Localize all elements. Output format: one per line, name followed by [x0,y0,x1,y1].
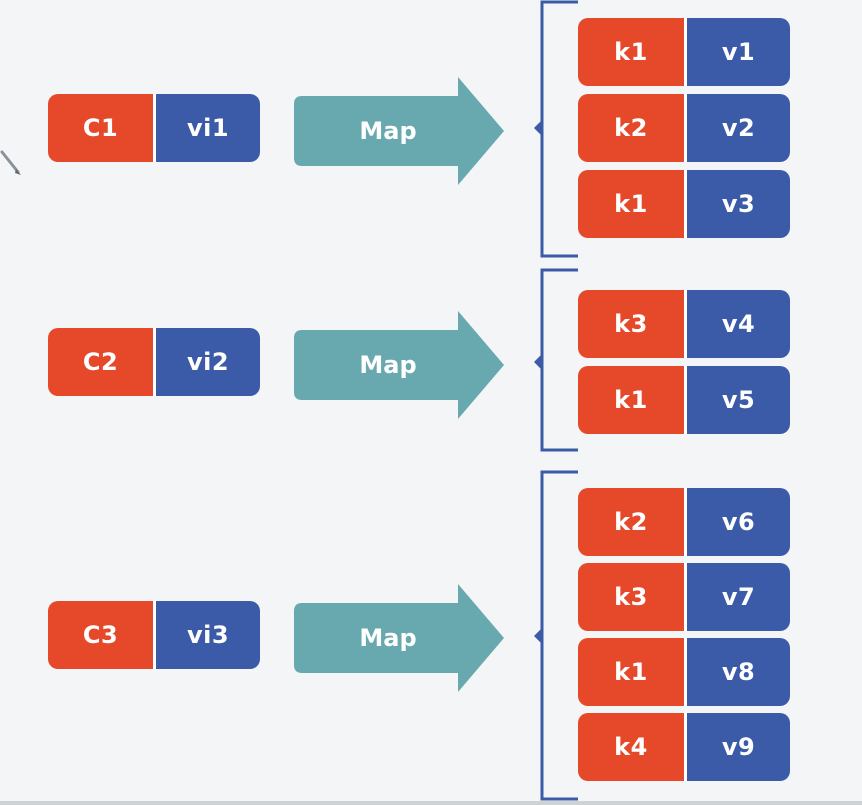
output-pair: k1 v1 [578,18,790,86]
output-bracket-3 [534,470,578,801]
output-key: k1 [578,638,684,706]
output-value: v9 [684,713,790,781]
map-label: Map [359,117,417,145]
output-key: k3 [578,290,684,358]
map-arrow-1: Map [294,75,506,187]
output-value: v8 [684,638,790,706]
input-pair-2: C2 vi2 [48,328,260,396]
output-pair: k3 v4 [578,290,790,358]
input-pair-1: C1 vi1 [48,94,260,162]
input-key: C2 [48,328,153,396]
output-key: k1 [578,18,684,86]
input-value: vi1 [153,94,260,162]
pen-icon [0,150,21,175]
output-key: k3 [578,563,684,631]
output-value: v3 [684,170,790,238]
output-pair: k1 v3 [578,170,790,238]
input-key: C3 [48,601,153,669]
output-pair: k2 v2 [578,94,790,162]
output-key: k2 [578,94,684,162]
output-value: v4 [684,290,790,358]
map-arrow-3: Map [294,582,506,694]
map-arrow-2: Map [294,309,506,421]
output-value: v7 [684,563,790,631]
output-bracket-2 [534,268,578,452]
output-key: k1 [578,366,684,434]
input-pair-3: C3 vi3 [48,601,260,669]
output-pair: k4 v9 [578,713,790,781]
output-key: k1 [578,170,684,238]
input-value: vi3 [153,601,260,669]
output-key: k2 [578,488,684,556]
output-bracket-1 [534,0,578,258]
output-value: v6 [684,488,790,556]
input-value: vi2 [153,328,260,396]
output-value: v1 [684,18,790,86]
output-value: v2 [684,94,790,162]
output-pair: k1 v8 [578,638,790,706]
output-key: k4 [578,713,684,781]
output-pair: k1 v5 [578,366,790,434]
bottom-divider [0,801,862,805]
input-key: C1 [48,94,153,162]
output-pair: k3 v7 [578,563,790,631]
output-pair: k2 v6 [578,488,790,556]
output-value: v5 [684,366,790,434]
map-label: Map [359,351,417,379]
map-label: Map [359,624,417,652]
